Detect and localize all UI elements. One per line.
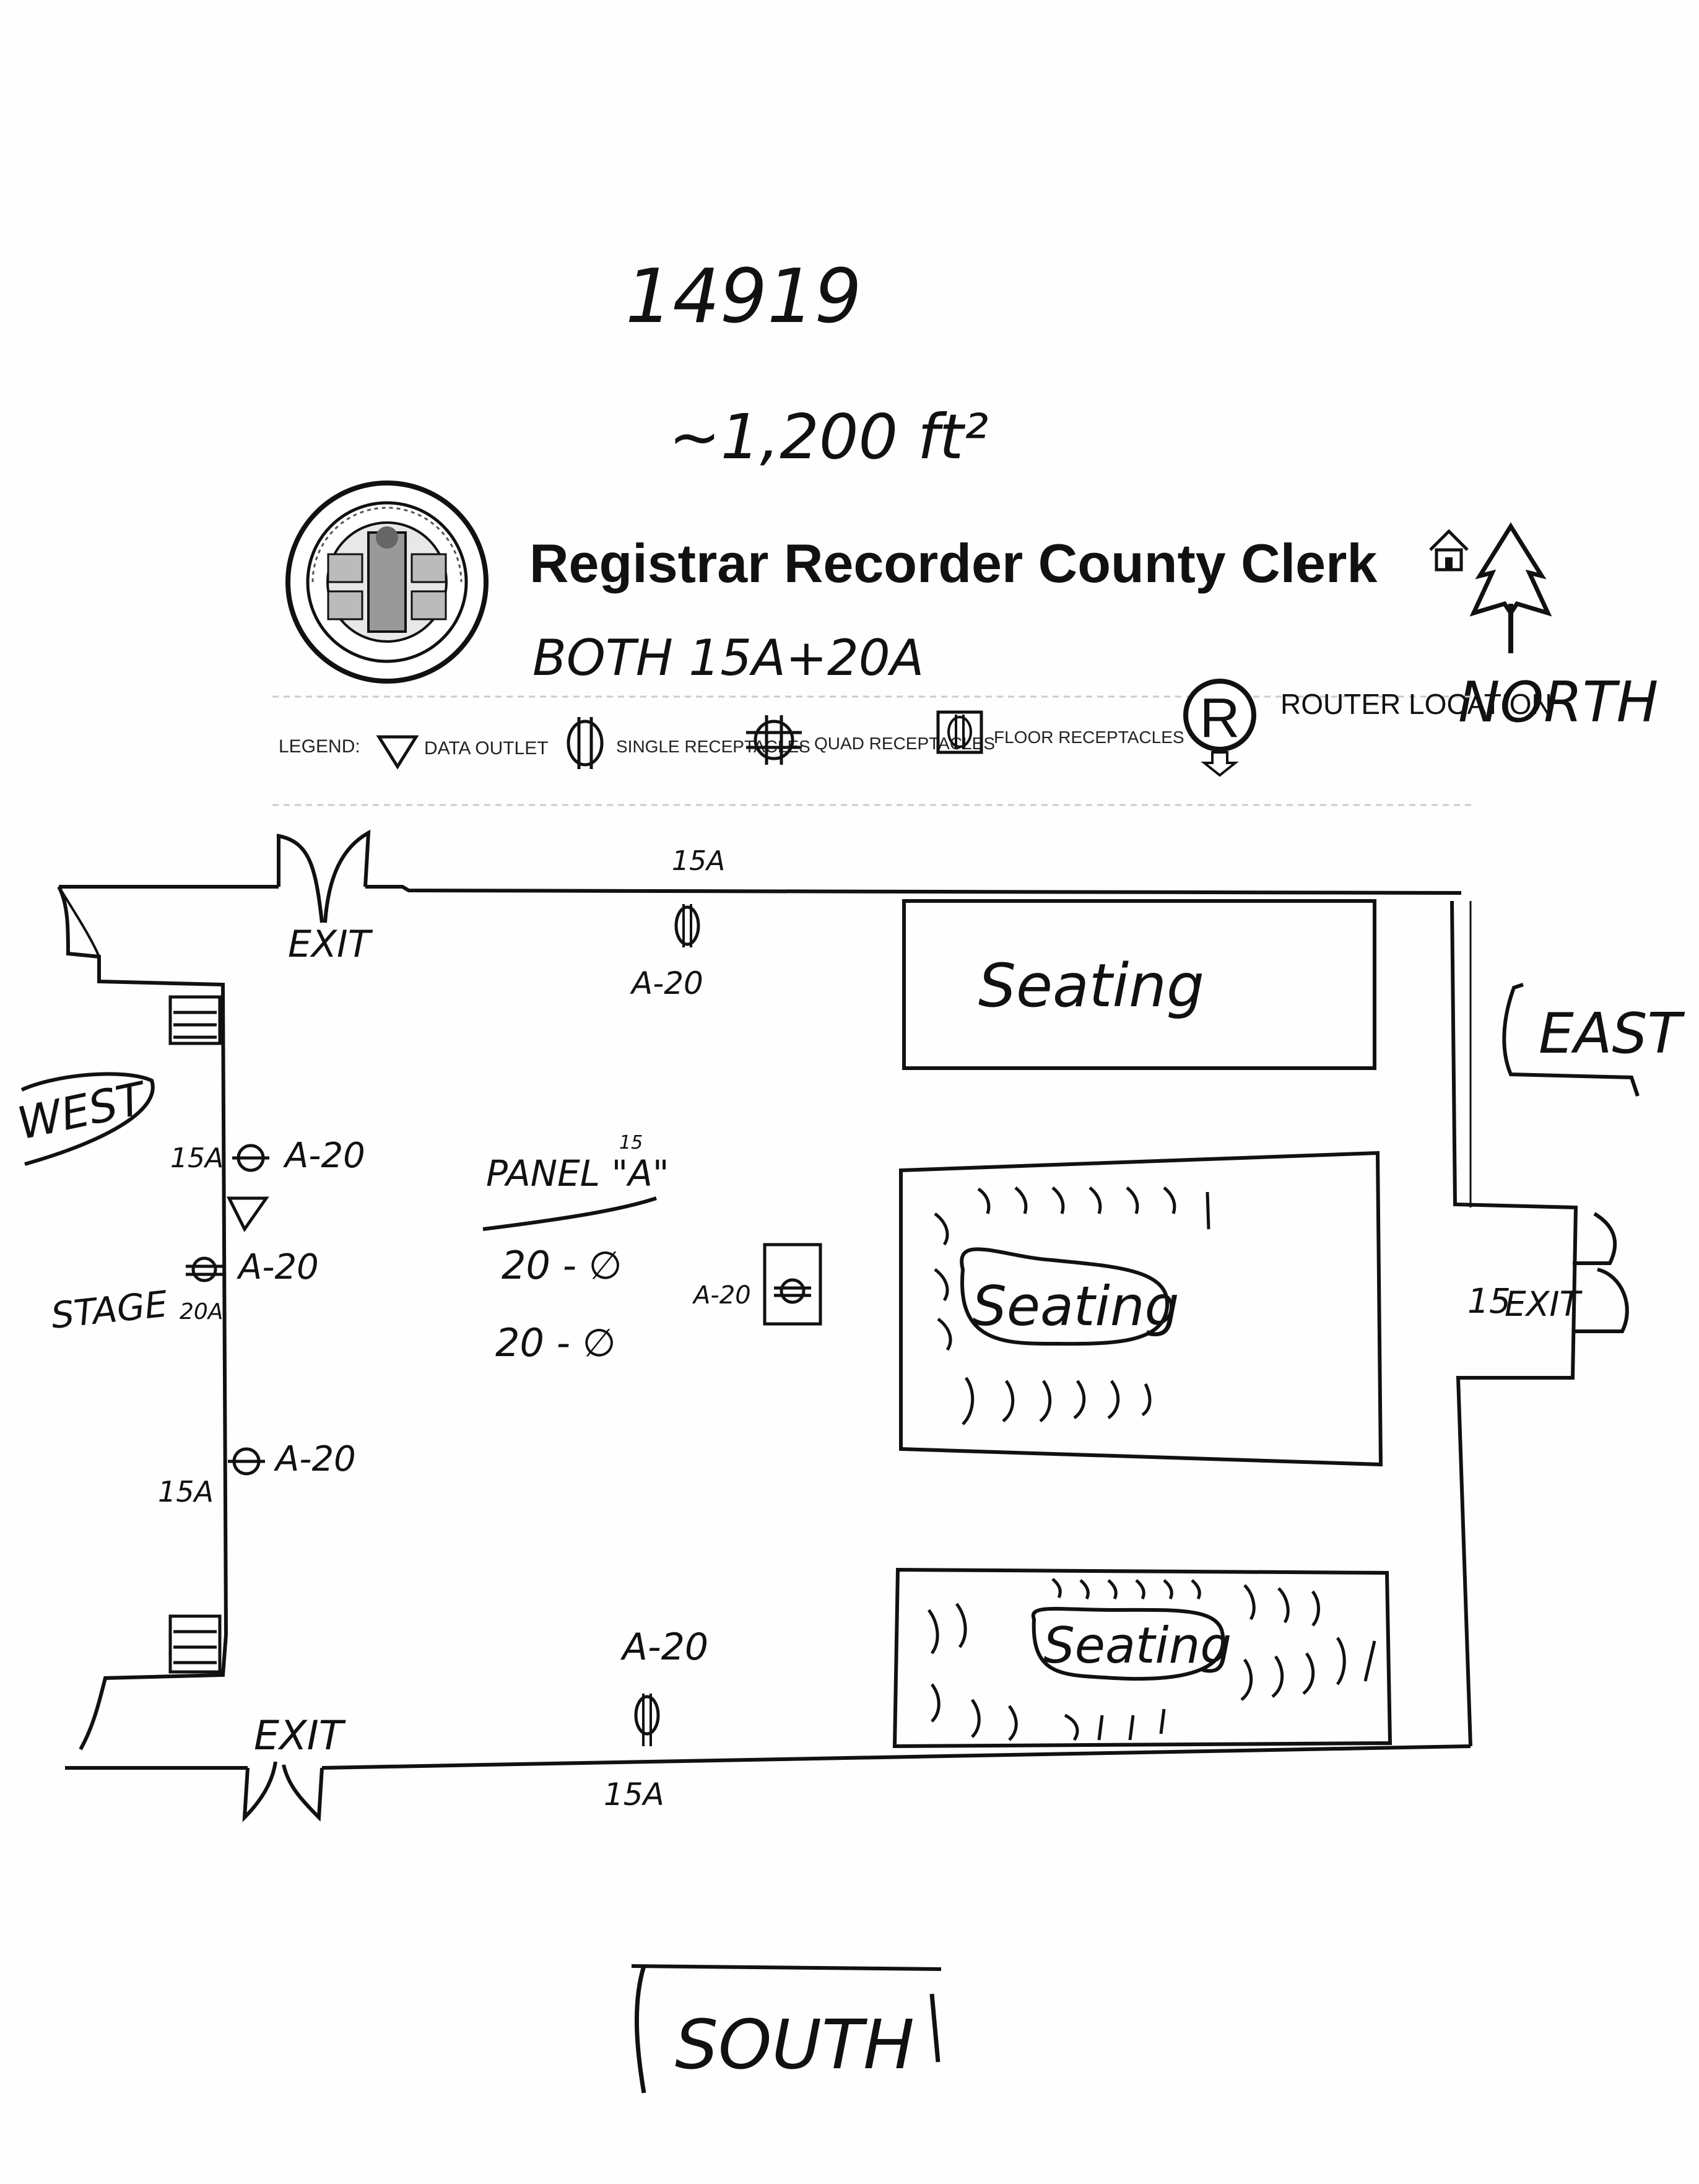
south-label: SOUTH xyxy=(675,2005,915,2084)
south-exit-label: EXIT xyxy=(254,1713,346,1759)
legend-data-outlet: DATA OUTLET xyxy=(424,738,549,759)
panel-a-note: PANEL "A" 15 20 - ∅ 20 - ∅ xyxy=(482,1132,669,1365)
panel-line-1: 20 - ∅ xyxy=(502,1243,622,1288)
south-outlet-amp: 15A xyxy=(604,1777,664,1812)
north-arrow-icon xyxy=(1469,522,1552,653)
seating-label-3: Seating xyxy=(1043,1617,1232,1674)
west-stairs-top xyxy=(168,995,222,1045)
square-footage: ~1,200 ft² xyxy=(669,401,988,473)
seating-label-1: Seating xyxy=(978,951,1204,1020)
county-seal-logo xyxy=(285,481,489,684)
south-exit-door xyxy=(242,1761,324,1822)
north-outlet-amp: 15A xyxy=(672,845,725,877)
legend-label: LEGEND: xyxy=(279,736,360,757)
seating-area-3: Seating xyxy=(892,1567,1393,1749)
west-outlet-3-circuit: A-20 xyxy=(274,1439,356,1479)
north-single-receptacle-icon xyxy=(674,904,700,947)
both-amperage-note: BOTH 15A+20A xyxy=(532,629,924,687)
panel-line-2: 20 - ∅ xyxy=(495,1320,616,1365)
seating-label-2: Seating xyxy=(972,1274,1180,1338)
north-exit-label: EXIT xyxy=(288,923,373,966)
west-data-outlet-icon xyxy=(226,1196,269,1232)
south-compass: SOUTH xyxy=(631,1964,942,2094)
west-receptacle-2-icon xyxy=(186,1256,223,1282)
east-compass: EAST xyxy=(1502,983,1685,1097)
east-label: EAST xyxy=(1539,1001,1685,1066)
floor-receptacle-plan-icon xyxy=(763,1243,822,1326)
west-stairs-bottom xyxy=(168,1614,222,1674)
floor-receptacle-icon xyxy=(936,710,983,754)
single-receptacle-icon xyxy=(567,717,604,769)
east-exit-amp: 15 xyxy=(1467,1281,1511,1321)
west-outlet-2-circuit: A-20 xyxy=(237,1247,319,1287)
west-compass: WEST xyxy=(13,1072,155,1166)
west-outlet-1-circuit: A-20 xyxy=(283,1136,365,1176)
seating-area-1: Seating xyxy=(902,899,1376,1070)
north-outlet-circuit: A-20 xyxy=(630,965,703,1001)
south-outlet-circuit: A-20 xyxy=(620,1625,708,1669)
north-exit-door xyxy=(277,829,371,923)
home-icon xyxy=(1429,529,1469,572)
seat-marks-2 xyxy=(934,1186,1210,1425)
page-title: Registrar Recorder County Clerk xyxy=(529,533,1378,594)
data-outlet-icon xyxy=(376,735,419,770)
router-location-label: ROUTER LOCATION xyxy=(1280,688,1552,720)
router-icon: R xyxy=(1183,679,1256,777)
panel-title: PANEL "A" xyxy=(486,1152,669,1194)
site-number: 14919 xyxy=(625,254,862,340)
stage-label: STAGE xyxy=(49,1283,170,1337)
legend: LEGEND: DATA OUTLET SINGLE RECEPTACLES Q… xyxy=(272,679,1552,806)
east-exit-label: EXIT xyxy=(1505,1284,1583,1324)
south-single-receptacle-icon xyxy=(634,1694,660,1746)
floor-outlet-circuit: A-20 xyxy=(692,1281,751,1310)
seating-area-2: Seating xyxy=(899,1151,1383,1467)
quad-receptacle-icon xyxy=(746,715,802,765)
legend-quad-receptacle: QUAD RECEPTACLES xyxy=(814,734,995,753)
legend-floor-receptacle: FLOOR RECEPTACLES xyxy=(994,728,1184,747)
router-letter: R xyxy=(1200,687,1240,749)
west-outlet-1-amp: 15A xyxy=(170,1142,224,1174)
building-outline xyxy=(57,885,1578,1770)
west-outlet-2-amp: 20A xyxy=(180,1299,223,1325)
seat-marks-3 xyxy=(927,1578,1376,1741)
west-receptacle-3-icon xyxy=(228,1447,265,1476)
west-outlet-3-amp: 15A xyxy=(158,1475,214,1508)
east-exit-door xyxy=(1573,1212,1629,1333)
west-receptacle-1-icon xyxy=(232,1144,269,1172)
north-label: NORTH xyxy=(1458,670,1658,735)
panel-title-superscript: 15 xyxy=(619,1132,643,1154)
